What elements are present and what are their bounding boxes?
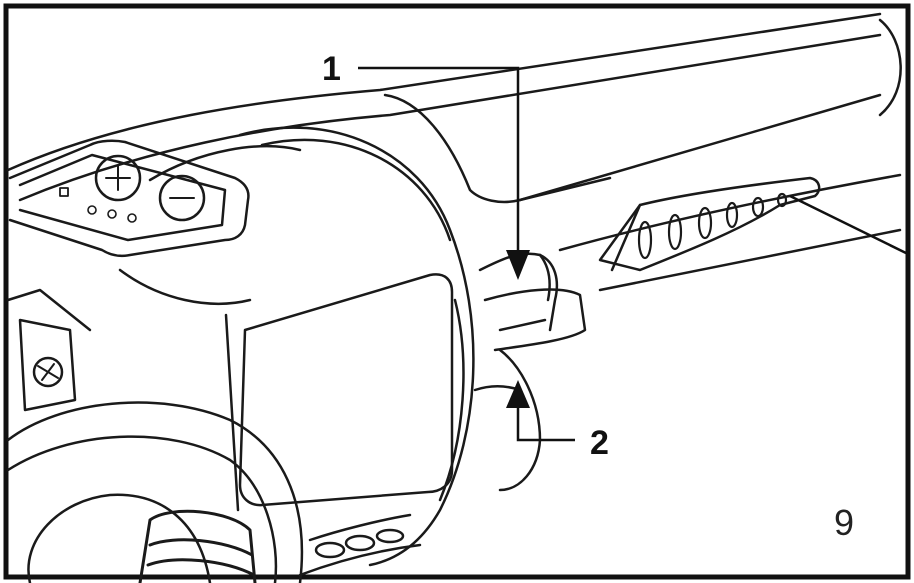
callout-3-leader — [789, 194, 911, 257]
plus-button — [94, 154, 142, 202]
control-panel — [8, 139, 250, 258]
latch-slots — [637, 192, 788, 260]
side-window — [224, 273, 454, 512]
callout-1-label: 1 — [322, 50, 341, 88]
grip-ridges — [298, 513, 422, 577]
speed-indicator-1 — [87, 205, 97, 215]
callout-2-label: 2 — [590, 424, 609, 462]
callout-1-arrowhead — [506, 250, 530, 280]
speed-indicator-3 — [127, 213, 137, 223]
figure-number: 9 — [834, 502, 854, 543]
disc-guard — [6, 401, 304, 583]
spindle-thread — [138, 509, 257, 583]
motor-housing — [118, 126, 475, 567]
speed-indicator-2 — [107, 209, 117, 219]
lock-lever — [473, 252, 587, 492]
indicator-square — [59, 187, 69, 197]
minus-button — [158, 174, 206, 222]
callout-2-arrowhead — [506, 380, 530, 408]
callout-1-leader — [358, 66, 520, 268]
side-screw — [6, 288, 92, 412]
figure-frame — [3, 3, 911, 580]
tool-body-outline — [6, 12, 902, 292]
rear-latch — [598, 176, 821, 272]
